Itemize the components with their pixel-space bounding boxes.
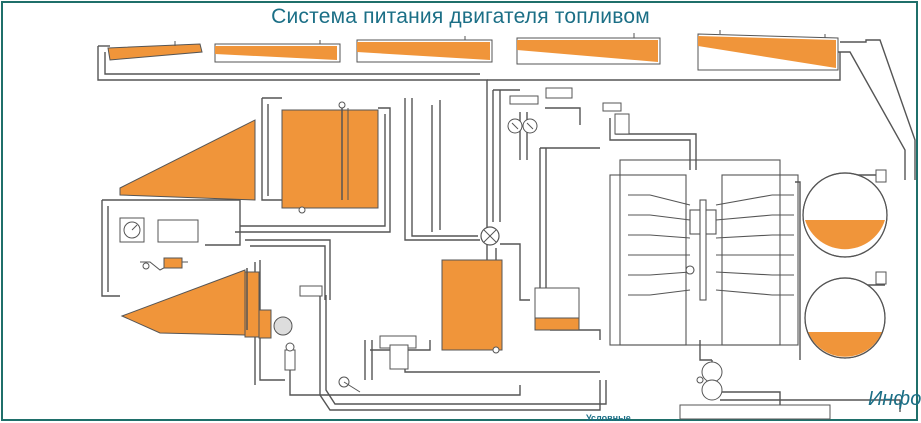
wing-tank	[214, 40, 341, 63]
valve-row-right	[715, 194, 794, 296]
pump-pair-lower	[696, 361, 723, 401]
wing-tank	[516, 33, 661, 65]
diagram-title: Система питания двигателя топливом	[271, 5, 650, 28]
wing-tank	[356, 36, 493, 63]
accumulator	[534, 287, 580, 331]
info-label[interactable]: Инфо	[868, 388, 921, 410]
spherical-tank	[802, 169, 888, 258]
main-tank-upper	[119, 101, 379, 214]
spherical-tank	[804, 271, 887, 359]
wing-tank	[697, 30, 839, 71]
wing-tank	[107, 41, 203, 61]
pipe-network	[97, 39, 916, 412]
main-tank-lower	[120, 268, 293, 339]
filter-icon	[480, 226, 500, 246]
pump-icon	[507, 87, 630, 135]
center-tank	[441, 259, 503, 354]
bottom-valves	[284, 285, 831, 420]
instrument-cluster	[119, 217, 199, 271]
spherical-tanks	[802, 169, 888, 359]
valve-row-left	[628, 194, 691, 296]
legend-heading: Условные	[586, 413, 631, 423]
wing-tanks	[107, 30, 839, 71]
control-block	[609, 159, 799, 346]
